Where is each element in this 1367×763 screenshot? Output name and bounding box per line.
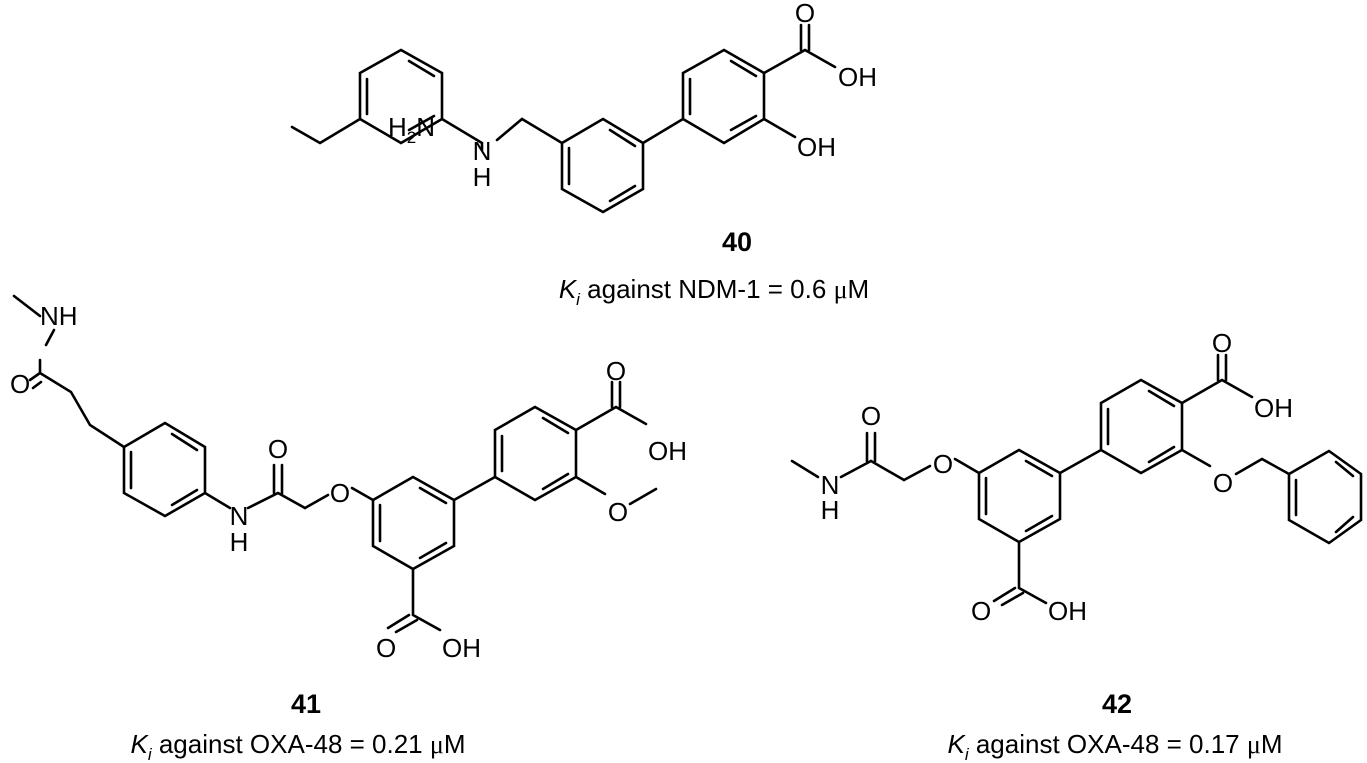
compound-41-ether-bonds [303, 486, 375, 510]
compound-40-structure: H2N N H O OH OH [290, 0, 877, 214]
compound-42-ring-right [1099, 378, 1184, 475]
compound-42-atom-h: H [821, 495, 840, 525]
compound-42-atom-oh-acid-bottom: OH [1048, 596, 1087, 626]
compound-41-ring-right [493, 405, 578, 502]
compound-42-atom-n: N [821, 470, 840, 500]
compound-42-ring-right-double-bonds [1106, 389, 1176, 464]
compound-40-ring-b-double-bonds [567, 128, 637, 203]
compound-42-atom-o-acid-bottom: O [971, 596, 991, 626]
compound-41-ring-para-double-bonds [129, 432, 199, 507]
compound-41-atom-o-acid-bottom: O [376, 633, 396, 663]
compound-40-ring-c-double-bonds [688, 59, 758, 132]
compound-41-ring-central-double-bonds [378, 486, 448, 560]
compound-41-ring-right-double-bonds [500, 416, 570, 491]
compound-41-ki-caption: Ki against OXA-48 = 0.21 μM [131, 729, 466, 763]
compound-42-amide-carbonyl [865, 431, 877, 463]
compound-42-ring-central [977, 448, 1062, 544]
compound-41-methylamide-bonds [12, 294, 126, 449]
compound-41-amide-link-bonds [203, 491, 307, 510]
compound-41-biaryl-bond [452, 475, 497, 502]
compound-42-atom-o-acid-top: O [1212, 328, 1232, 358]
compound-41-atom-nh-top: NH [40, 301, 78, 331]
compound-42-biaryl-bond [1058, 448, 1103, 475]
compound-42-ring-central-double-bonds [984, 459, 1054, 533]
compound-42-ki-caption: Ki against OXA-48 = 0.17 μM [948, 729, 1283, 763]
compound-42-label: 42 [1102, 689, 1132, 719]
compound-41-cooh-top-bonds [574, 380, 648, 432]
compound-40-label: 40 [722, 227, 752, 257]
compound-42-ether-bonds [902, 457, 981, 482]
compound-40-ki-caption: Ki against NDM-1 = 0.6 μM [559, 274, 869, 309]
compound-40-atom-o: O [795, 0, 815, 28]
compound-42-ring-benzyl [1287, 449, 1363, 545]
compound-42-atom-o-benzyl: O [1213, 468, 1233, 498]
compound-41-atom-o-amide: O [268, 434, 288, 464]
compound-40-cooh-bonds [762, 23, 837, 75]
compound-40-oh-bond [762, 117, 797, 139]
compound-40-nh-bonds [440, 117, 564, 152]
compound-40-ring-c [681, 48, 766, 145]
compound-40-biaryl-bond [641, 117, 685, 145]
compound-41-carbonyl-top [28, 371, 43, 390]
compound-41-atom-oh-acid-top: OH [648, 436, 687, 466]
compound-41-ring-central [371, 475, 456, 571]
compound-42-methylamide-bonds [790, 459, 906, 482]
compound-42-atom-oh-acid-top: OH [1254, 393, 1293, 423]
compound-40-ring-a-double-bonds [365, 59, 436, 132]
compound-41-atom-o-methoxy: O [608, 497, 628, 527]
compound-42-benzyloxy-bonds [1180, 448, 1291, 476]
compound-40-atom-h: H [473, 162, 492, 192]
compound-42-structure: N H O O O OH O O OH [790, 328, 1363, 626]
compound-41-atom-n-amide: N [230, 501, 249, 531]
compound-41-label: 41 [291, 689, 321, 719]
compound-42-cooh-top-bonds [1180, 353, 1254, 405]
compound-41-atom-oh-acid-bottom: OH [442, 633, 481, 663]
compound-41-atom-h-amide: H [230, 527, 249, 557]
compound-42-cooh-bottom-bonds [992, 540, 1048, 607]
compound-42-atom-o-ether: O [933, 449, 953, 479]
compound-41-structure: NH O O N H O O OH O O OH [10, 294, 687, 663]
compound-40-ring-b [560, 117, 645, 214]
compound-40-atom-h2n: H2N [388, 112, 435, 147]
compound-40-atom-oh-acid: OH [838, 62, 877, 92]
compound-41-atom-o-acid-top: O [606, 356, 626, 386]
compound-41-methoxy-bonds [574, 475, 658, 506]
compound-40-ch2-bond [290, 117, 362, 145]
compound-42-ring-benzyl-double-bonds [1294, 460, 1355, 534]
compound-41-cooh-bottom-bonds [386, 567, 442, 634]
compound-41-amide-carbonyl [272, 463, 284, 495]
compound-41-atom-o-ether: O [330, 478, 350, 508]
compound-42-atom-o-amide: O [861, 401, 881, 431]
compound-41-ring-para [122, 421, 207, 518]
compound-40-atom-n: N [473, 136, 492, 166]
compound-40-atom-oh-phenol: OH [797, 132, 836, 162]
compound-41-atom-o-top: O [10, 369, 30, 399]
